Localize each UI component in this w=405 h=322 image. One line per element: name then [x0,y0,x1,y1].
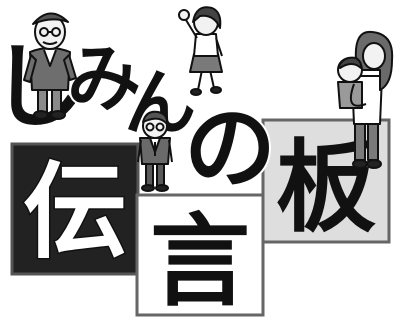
boy-in-suit-figure-icon [137,110,173,192]
panel-gon [135,193,265,317]
title-char-n: ん [124,61,196,145]
title-char-mi: み [67,36,141,122]
title-char-no: の [184,95,276,202]
elderly-man-figure-icon [23,12,77,120]
mother-holding-baby-figure-icon [337,30,394,169]
panel-den [10,142,140,276]
title-char-den: 伝 [23,151,127,273]
waving-girl-figure-icon [178,6,223,96]
title-char-gon: 言 [150,203,250,320]
